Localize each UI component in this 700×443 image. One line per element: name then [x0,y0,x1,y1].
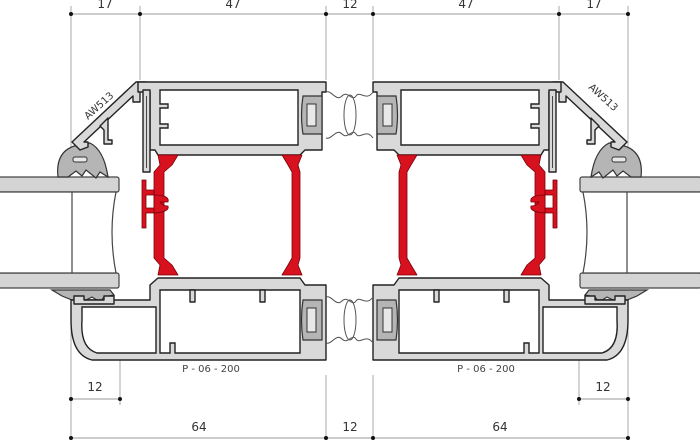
dim-top-47-right: 47 [458,0,473,11]
dim-top-17-left: 17 [97,0,112,11]
top-dimension-chain: 17 47 12 47 17 [69,0,630,165]
dim-bottom-12-right: 12 [595,380,610,394]
dim-bottom-12-left: 12 [87,380,102,394]
left-sash-profile [0,81,327,361]
dim-bottom-12-center: 12 [342,420,357,434]
right-sash-profile [372,81,700,361]
dim-top-12-center: 12 [342,0,357,11]
dim-top-17-right: 17 [586,0,601,11]
dim-bottom-64-right: 64 [492,420,507,434]
dim-top-47-left: 47 [225,0,240,11]
dim-bottom-64-left: 64 [191,420,206,434]
center-fin-seal-upper [325,91,374,139]
profile-code-left: P - 06 - 200 [182,364,240,375]
center-fin-seal-lower [325,296,374,344]
profile-code-right: P - 06 - 200 [457,364,515,375]
